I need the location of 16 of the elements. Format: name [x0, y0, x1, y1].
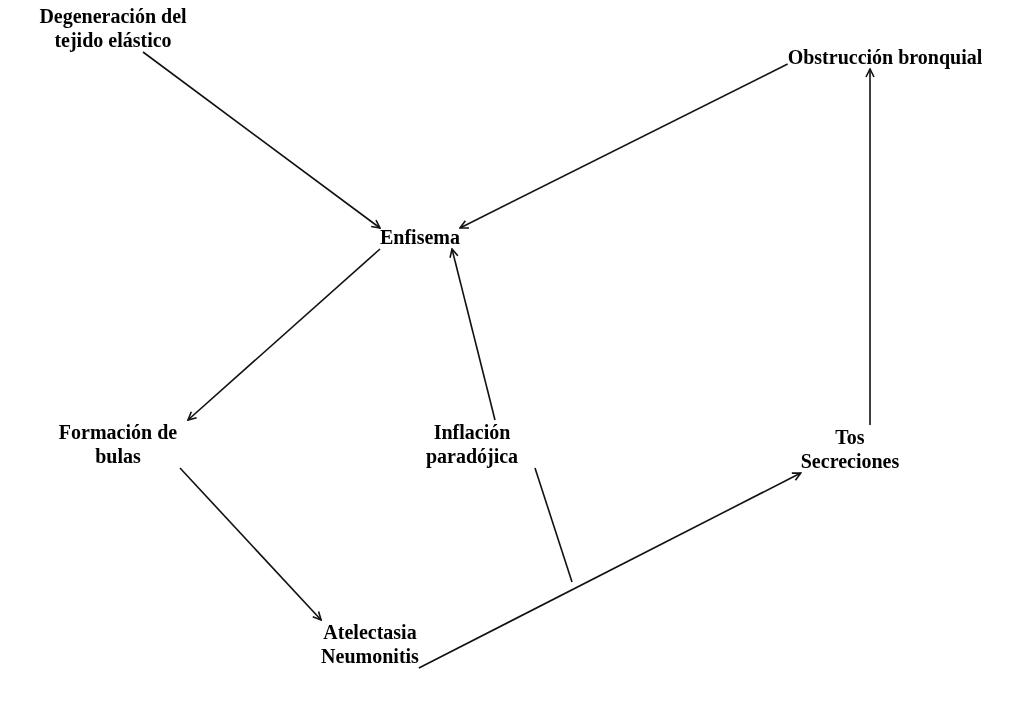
arrow: [449, 248, 496, 421]
concept-text: Atelectasia: [323, 620, 417, 644]
arrow: [865, 68, 875, 426]
concept-text: Tos: [835, 425, 865, 449]
arrow: [418, 472, 802, 669]
arrow: [142, 51, 381, 229]
concept-text: Degeneración del tejido elástico: [38, 4, 188, 52]
concept-text: Enfisema: [380, 225, 460, 249]
concept-text: Formación de bulas: [57, 420, 179, 468]
arrow: [459, 63, 789, 229]
concept-text: Neumonitis: [321, 644, 419, 668]
arrow: [179, 467, 322, 621]
concept-text: Inflación paradójica: [424, 420, 520, 468]
arrow: [187, 248, 381, 421]
concept-text: Obstrucción bronquial: [787, 45, 983, 69]
concept-text: Secreciones: [800, 449, 900, 473]
